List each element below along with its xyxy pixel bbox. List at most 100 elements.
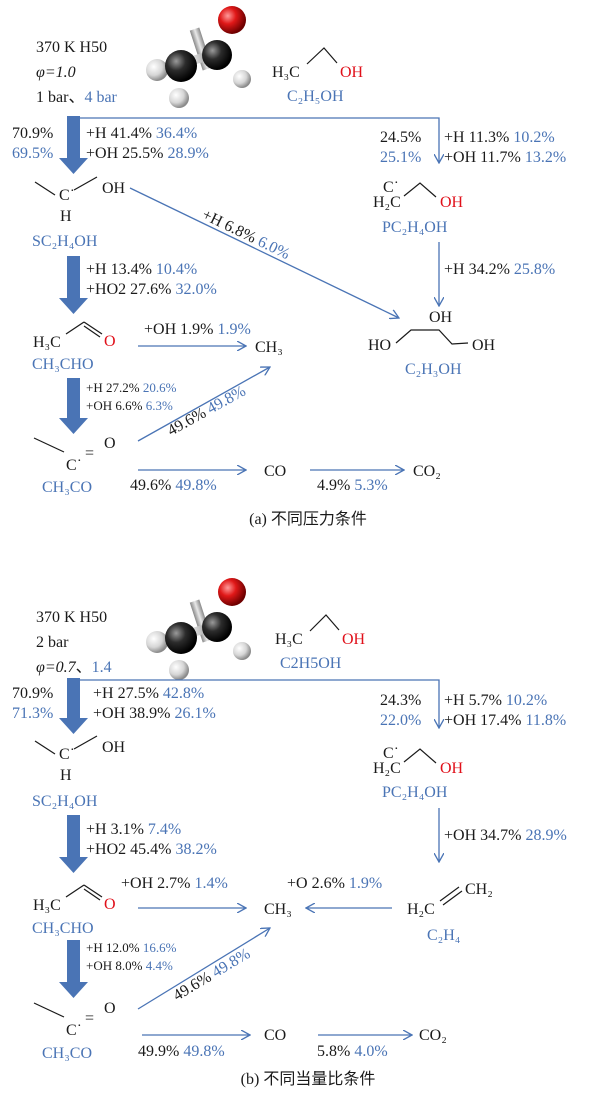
svg-text:OH: OH [102, 739, 126, 756]
e2-h: +H 11.3% 10.2% [444, 129, 555, 146]
svg-text:C˙: C˙ [66, 1022, 82, 1039]
svg-text:OH: OH [340, 64, 364, 81]
e6b-label-1: +OH 2.7% 1.4% [121, 875, 228, 892]
e2b-ratio: 24.3% [380, 692, 421, 709]
e6-label: +OH 1.9% 1.9% [144, 321, 251, 338]
svg-text:OH: OH [342, 631, 366, 648]
e4-ho2: +HO2 27.6% 32.0% [86, 281, 217, 298]
arrow-to-pc2h4oh [67, 117, 439, 163]
caption-b: (b) 不同当量比条件 [241, 1070, 376, 1088]
svg-text:C˙: C˙ [59, 187, 75, 204]
e1b-ratio: 70.9% [12, 685, 53, 702]
condition-temperature-b: 370 K H50 [36, 609, 107, 626]
e5-label: +H 34.2% 25.8% [444, 261, 555, 278]
svg-text:CH₂: CH₂ [465, 881, 493, 898]
ch3cho-label-b: CH₃CHO [32, 920, 94, 937]
fat-arrow-to-ch3cho-b [59, 815, 88, 873]
svg-text:C˙: C˙ [383, 179, 399, 196]
pc2h4oh-structure-b: H₂C C˙ OH PC₂H₄OH [373, 745, 464, 801]
e1b-oh: +OH 38.9% 26.1% [93, 705, 216, 722]
e1b-h: +H 27.5% 42.8% [93, 685, 204, 702]
svg-text:H₂C: H₂C [407, 901, 435, 918]
e1-ratio: 70.9% [12, 125, 53, 142]
e5b-label: +OH 34.7% 28.9% [444, 827, 567, 844]
co2-label-b: CO₂ [419, 1027, 447, 1044]
svg-text:O: O [104, 1000, 116, 1017]
ethanol-structure-b: H₃C OH C2H5OH [275, 614, 366, 672]
pc2h4oh-label: PC₂H₄OH [382, 219, 448, 236]
e1-oh: +OH 25.5% 28.9% [86, 145, 209, 162]
e7b-h: +H 12.0% 16.6% [86, 940, 177, 955]
ch3co-label-b: CH₃CO [42, 1045, 92, 1062]
c2h3oh-structure: OH HO OH C₂H₃OH [368, 309, 496, 378]
c2h4-label: C₂H₄ [427, 927, 461, 944]
svg-text:H: H [60, 767, 72, 784]
ch3co-label: CH₃CO [42, 479, 92, 496]
ch3co-structure-b: C˙ = O CH₃CO [33, 1000, 116, 1062]
e1b-ratio-blue: 71.3% [12, 705, 53, 722]
e3-label: +H 6.8% 6.0% [199, 206, 292, 263]
condition-pressure-b: 2 bar [36, 634, 69, 651]
e1-h: +H 41.4% 36.4% [86, 125, 197, 142]
svg-text:C˙: C˙ [59, 746, 75, 763]
svg-text:OH: OH [429, 309, 453, 326]
svg-text:O: O [104, 896, 116, 913]
e8b-label: 49.6% 49.8% [170, 945, 253, 1004]
svg-text:=: = [85, 445, 94, 462]
e6b-label-2: +O 2.6% 1.9% [287, 875, 382, 892]
fat-arrow-to-ch3cho [59, 256, 88, 314]
svg-text:H₃C: H₃C [33, 897, 61, 914]
ethanol-label: C₂H₅OH [287, 88, 344, 105]
sc2h4oh-structure-b: C˙ OH H SC₂H₄OH [32, 735, 126, 810]
svg-text:OH: OH [472, 337, 496, 354]
c2h4-structure: H₂C CH₂ C₂H₄ [407, 881, 493, 944]
pc2h4oh-structure: H₂C C˙ OH PC₂H₄OH [373, 179, 464, 236]
svg-text:=: = [85, 1010, 94, 1027]
e2b-h: +H 5.7% 10.2% [444, 692, 547, 709]
pc2h4oh-label-b: PC₂H₄OH [382, 784, 448, 801]
acetaldehyde-ball-stick-model [146, 6, 251, 108]
e2b-oh: +OH 17.4% 11.8% [444, 712, 566, 729]
svg-text:C˙: C˙ [66, 457, 82, 474]
ch3co-structure: C˙ = O CH₃CO [33, 435, 116, 496]
arrow-ch3co-to-ch3-b [137, 928, 270, 1010]
c2h3oh-label: C₂H₃OH [405, 361, 462, 378]
caption-a: (a) 不同压力条件 [249, 510, 367, 528]
ch3-label-b: CH₃ [264, 901, 292, 918]
e2-oh: +OH 11.7% 13.2% [444, 149, 566, 166]
fat-arrow-to-ch3co-b [59, 940, 88, 998]
svg-text:OH: OH [102, 180, 126, 197]
svg-text:OH: OH [440, 760, 464, 777]
e2b-ratio-blue: 22.0% [380, 712, 421, 729]
svg-text:HO: HO [368, 337, 391, 354]
e7-h: +H 27.2% 20.6% [86, 380, 177, 395]
e7b-oh: +OH 8.0% 4.4% [86, 958, 173, 973]
e4-h: +H 13.4% 10.4% [86, 261, 197, 278]
e2-ratio-blue: 25.1% [380, 149, 421, 166]
svg-text:H₃C: H₃C [33, 334, 61, 351]
e2-ratio: 24.5% [380, 129, 421, 146]
svg-text:O: O [104, 435, 116, 452]
ethanol-structure: H₃C OH C₂H₅OH [272, 47, 364, 105]
ethanol-label-b: C2H5OH [280, 655, 342, 672]
co2-label: CO₂ [413, 463, 441, 480]
svg-text:O: O [104, 333, 116, 350]
e10b-label: 5.8% 4.0% [317, 1043, 388, 1060]
e8-label: 49.6% 49.8% [165, 383, 249, 440]
sc2h4oh-label-b: SC₂H₄OH [32, 793, 98, 810]
svg-text:OH: OH [440, 194, 464, 211]
svg-text:H: H [60, 208, 72, 225]
acetaldehyde-ball-stick-model-b [146, 578, 251, 680]
arrow-to-pc2h4oh-b [67, 679, 439, 728]
e10-label: 4.9% 5.3% [317, 477, 388, 494]
svg-text:C˙: C˙ [383, 745, 399, 762]
svg-text:H₃C: H₃C [272, 64, 300, 81]
e9b-label: 49.9% 49.8% [138, 1043, 225, 1060]
condition-phi-b: φ=0.7、1.4 [36, 659, 112, 676]
ch3cho-label: CH₃CHO [32, 356, 94, 373]
e7-oh: +OH 6.6% 6.3% [86, 398, 173, 413]
co-label-b: CO [264, 1027, 286, 1044]
condition-pressure: 1 bar、4 bar [36, 89, 118, 106]
co-label: CO [264, 463, 286, 480]
